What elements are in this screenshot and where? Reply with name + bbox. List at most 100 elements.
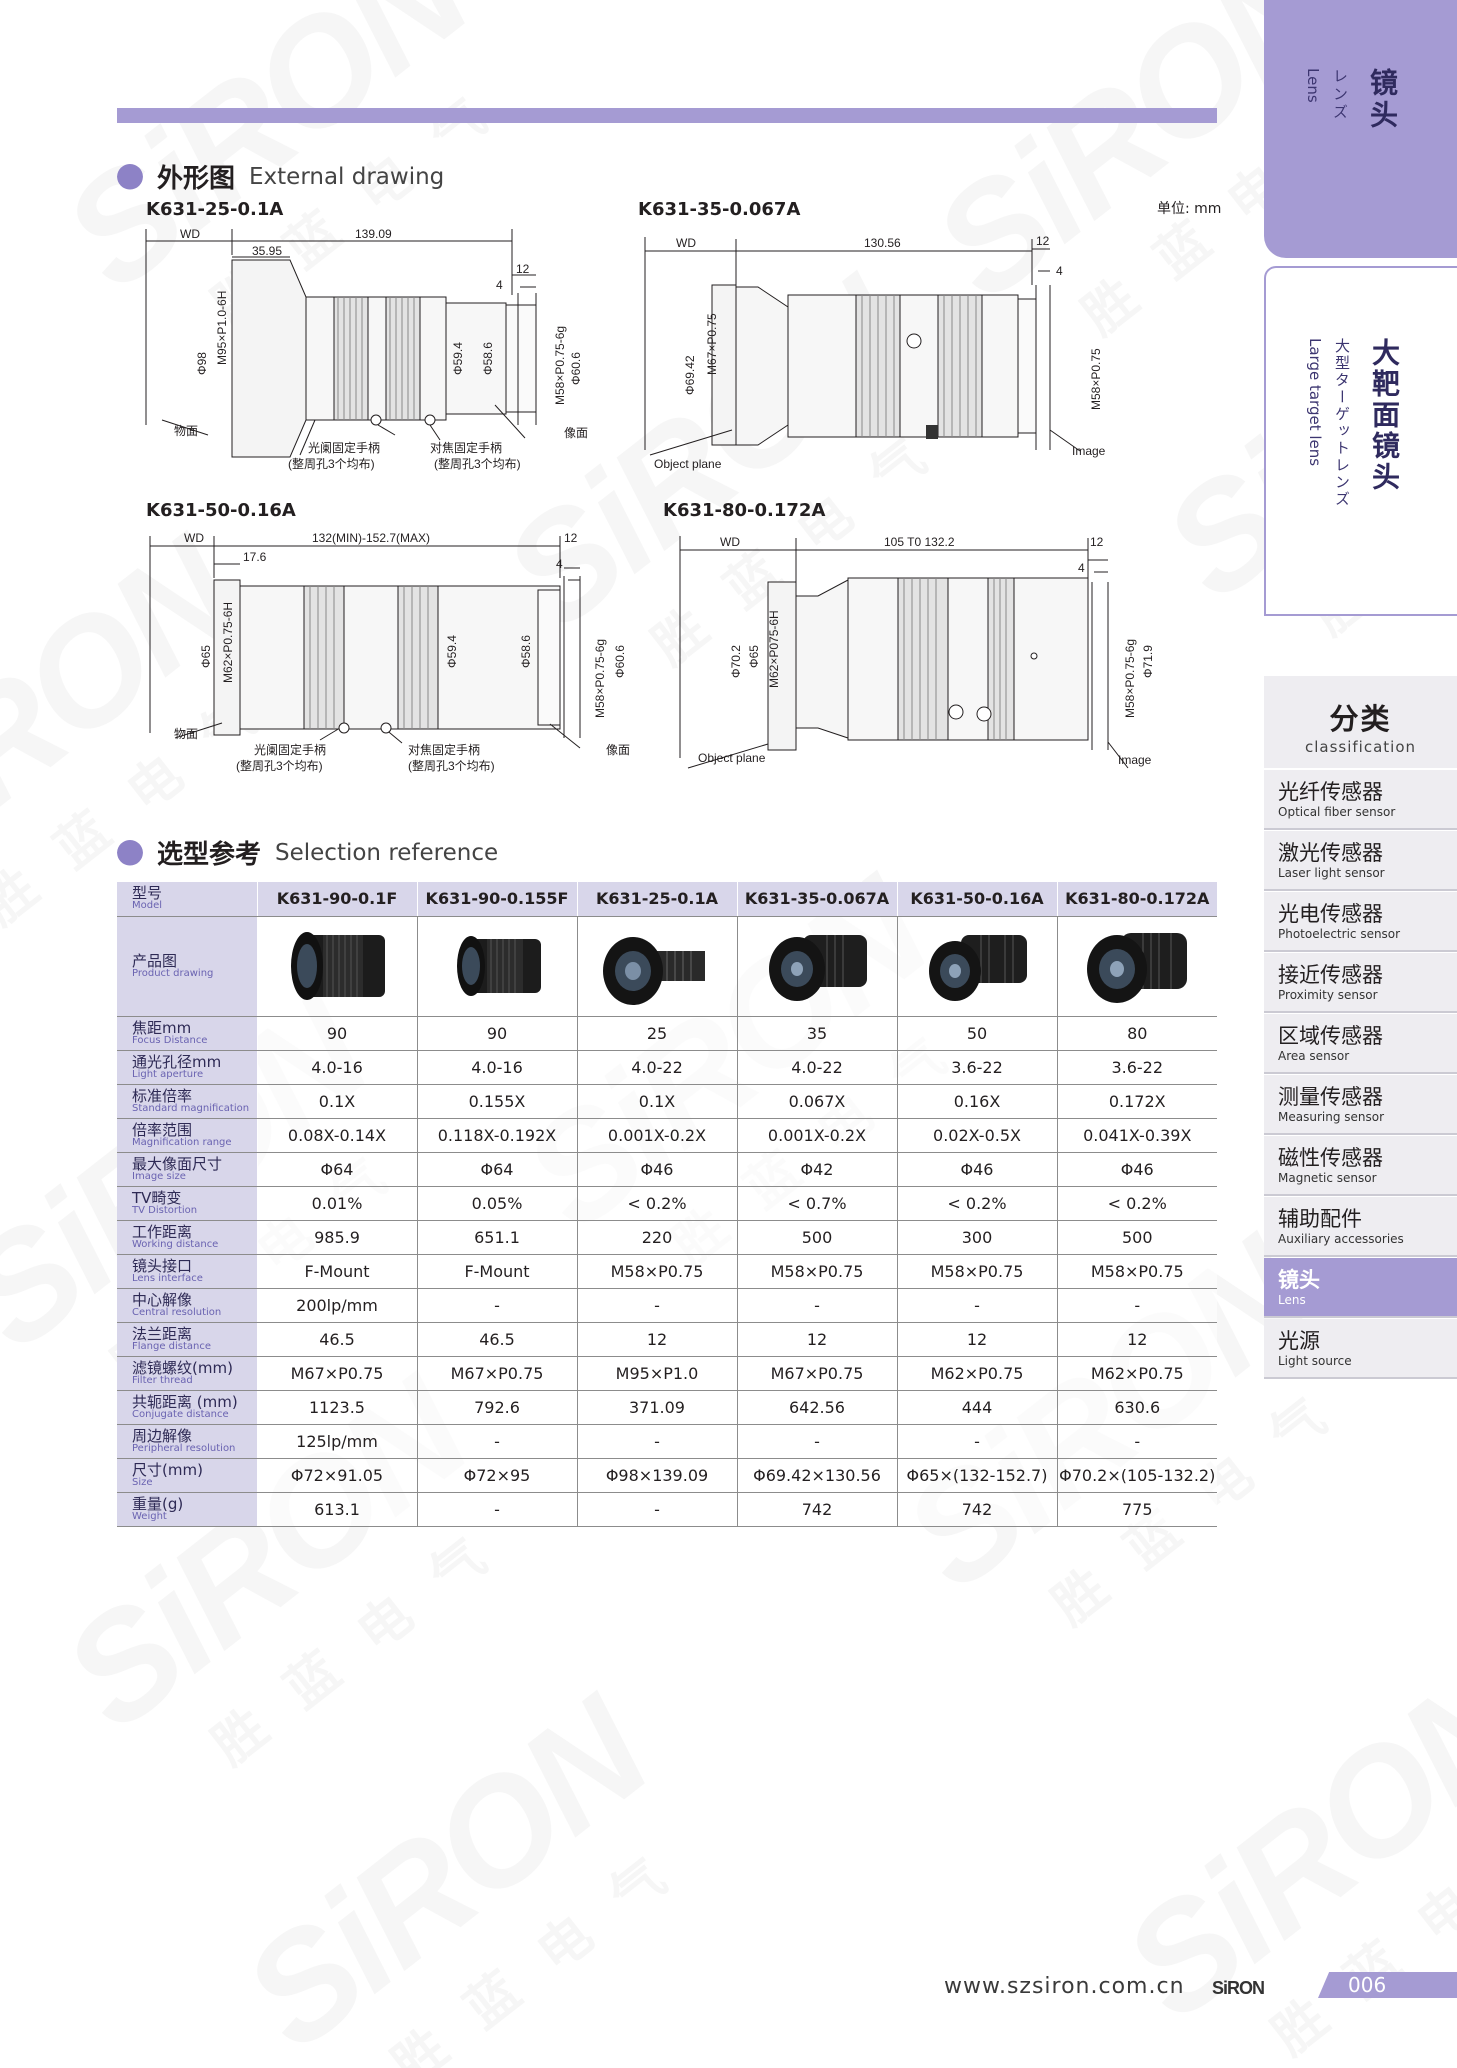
table-cell: 630.6 bbox=[1057, 1390, 1217, 1425]
svg-text:光阑固定手柄: 光阑固定手柄 bbox=[254, 742, 326, 757]
table-cell: 80 bbox=[1057, 1016, 1217, 1051]
table-cell: 0.01% bbox=[257, 1186, 418, 1221]
svg-text:139.09: 139.09 bbox=[355, 227, 392, 241]
product-image bbox=[257, 916, 418, 1017]
category-sublabel: Optical fiber sensor bbox=[1278, 805, 1396, 819]
svg-text:(整周孔3个均布): (整周孔3个均布) bbox=[236, 758, 323, 773]
row-label: 共轭距离 (mm)Conjugate distance bbox=[117, 1390, 258, 1425]
model-header: 型号 Model bbox=[117, 882, 258, 917]
svg-text:WD: WD bbox=[720, 535, 740, 549]
table-cell: 985.9 bbox=[257, 1220, 418, 1255]
table-cell: 4.0-22 bbox=[577, 1050, 738, 1085]
table-cell: 792.6 bbox=[417, 1390, 578, 1425]
svg-text:4: 4 bbox=[1078, 561, 1085, 575]
category-sublabel: Lens bbox=[1278, 1293, 1306, 1307]
lens-drawing-k631-35: WD 130.56 12 4 Φ69.42 M67×P0.75 M58×P0.7… bbox=[644, 234, 1106, 471]
product-image bbox=[737, 916, 898, 1017]
table-cell: < 0.2% bbox=[1057, 1186, 1217, 1221]
table-cell: 0.02X-0.5X bbox=[897, 1118, 1058, 1153]
svg-text:(整周孔3个均布): (整周孔3个均布) bbox=[434, 456, 521, 471]
table-cell: 500 bbox=[737, 1220, 898, 1255]
category-sublabel: Light source bbox=[1278, 1354, 1352, 1368]
model-column-header: K631-50-0.16A bbox=[897, 882, 1058, 917]
classification-title: 分类 bbox=[1329, 702, 1392, 736]
svg-text:4: 4 bbox=[496, 278, 503, 292]
category-label: 镜头 bbox=[1278, 1268, 1320, 1292]
table-cell: Φ69.42×130.56 bbox=[737, 1458, 898, 1493]
unit-note: 单位: mm bbox=[1157, 201, 1222, 217]
table-cell: 12 bbox=[1057, 1322, 1217, 1357]
table-cell: - bbox=[897, 1424, 1058, 1459]
svg-text:132(MIN)-152.7(MAX): 132(MIN)-152.7(MAX) bbox=[312, 531, 430, 545]
table-cell: M58×P0.75 bbox=[897, 1254, 1058, 1289]
table-cell: M58×P0.75 bbox=[737, 1254, 898, 1289]
svg-text:105 T0 132.2: 105 T0 132.2 bbox=[884, 535, 955, 549]
table-cell: Φ72×91.05 bbox=[257, 1458, 418, 1493]
drawing-model-label: K631-50-0.16A bbox=[146, 500, 296, 521]
table-cell: 0.001X-0.2X bbox=[577, 1118, 738, 1153]
category-sublabel: Photoelectric sensor bbox=[1278, 927, 1401, 941]
row-label: 尺寸(mm)Size bbox=[117, 1458, 258, 1493]
table-cell: 220 bbox=[577, 1220, 738, 1255]
bullet-icon bbox=[117, 163, 143, 190]
sidebar-lens-tab[interactable]: 镜头 レンズ Lens bbox=[1264, 0, 1457, 258]
table-cell: 12 bbox=[737, 1322, 898, 1357]
table-cell: - bbox=[737, 1424, 898, 1459]
table-cell: 4.0-16 bbox=[257, 1050, 418, 1085]
table-cell: Φ64 bbox=[257, 1152, 418, 1187]
footer-url[interactable]: www.szsiron.com.cn bbox=[944, 1974, 1185, 1999]
table-cell: 3.6-22 bbox=[1057, 1050, 1217, 1085]
table-header-row: 型号 Model K631-90-0.1F K631-90-0.155F K63… bbox=[117, 882, 1217, 917]
table-cell: Φ72×95 bbox=[417, 1458, 578, 1493]
table-cell: 613.1 bbox=[257, 1492, 418, 1527]
selection-table: 型号 Model K631-90-0.1F K631-90-0.155F K63… bbox=[117, 882, 1217, 1527]
lens-photo-icon bbox=[603, 937, 705, 1005]
table-cell: M62×P0.75 bbox=[1057, 1356, 1217, 1391]
category-sublabel: Area sensor bbox=[1278, 1049, 1350, 1063]
svg-text:M62×P075-6H: M62×P075-6H bbox=[767, 610, 781, 688]
table-cell: 0.041X-0.39X bbox=[1057, 1118, 1217, 1153]
lens-photo-icon bbox=[457, 936, 541, 996]
category-sublabel: Measuring sensor bbox=[1278, 1110, 1385, 1124]
page-number-tab: 006 bbox=[1318, 1972, 1457, 1998]
product-image bbox=[577, 916, 738, 1017]
svg-text:12: 12 bbox=[564, 531, 578, 545]
svg-text:物面: 物面 bbox=[174, 424, 198, 438]
table-cell: 642.56 bbox=[737, 1390, 898, 1425]
table-cell: 0.001X-0.2X bbox=[737, 1118, 898, 1153]
table-cell: - bbox=[577, 1492, 738, 1527]
svg-text:M58×P0.75-6g: M58×P0.75-6g bbox=[553, 326, 567, 405]
svg-text:12: 12 bbox=[1036, 234, 1050, 248]
table-cell: - bbox=[417, 1424, 578, 1459]
category-label: 测量传感器 bbox=[1278, 1085, 1383, 1109]
svg-text:(整周孔3个均布): (整周孔3个均布) bbox=[408, 758, 495, 773]
svg-text:WD: WD bbox=[180, 227, 200, 241]
table-cell: 500 bbox=[1057, 1220, 1217, 1255]
svg-text:M62×P0.75-6H: M62×P0.75-6H bbox=[221, 602, 235, 683]
category-sublabel: Auxiliary accessories bbox=[1278, 1232, 1404, 1246]
sidebar-current-section[interactable]: 大靶面镜头 大型ターゲットレンズ Large target lens bbox=[1264, 266, 1457, 616]
svg-text:M67×P0.75: M67×P0.75 bbox=[705, 313, 719, 375]
table-cell: 25 bbox=[577, 1016, 738, 1051]
category-label: 接近传感器 bbox=[1278, 963, 1383, 987]
table-cell: 200lp/mm bbox=[257, 1288, 418, 1323]
model-column-header: K631-25-0.1A bbox=[577, 882, 738, 917]
